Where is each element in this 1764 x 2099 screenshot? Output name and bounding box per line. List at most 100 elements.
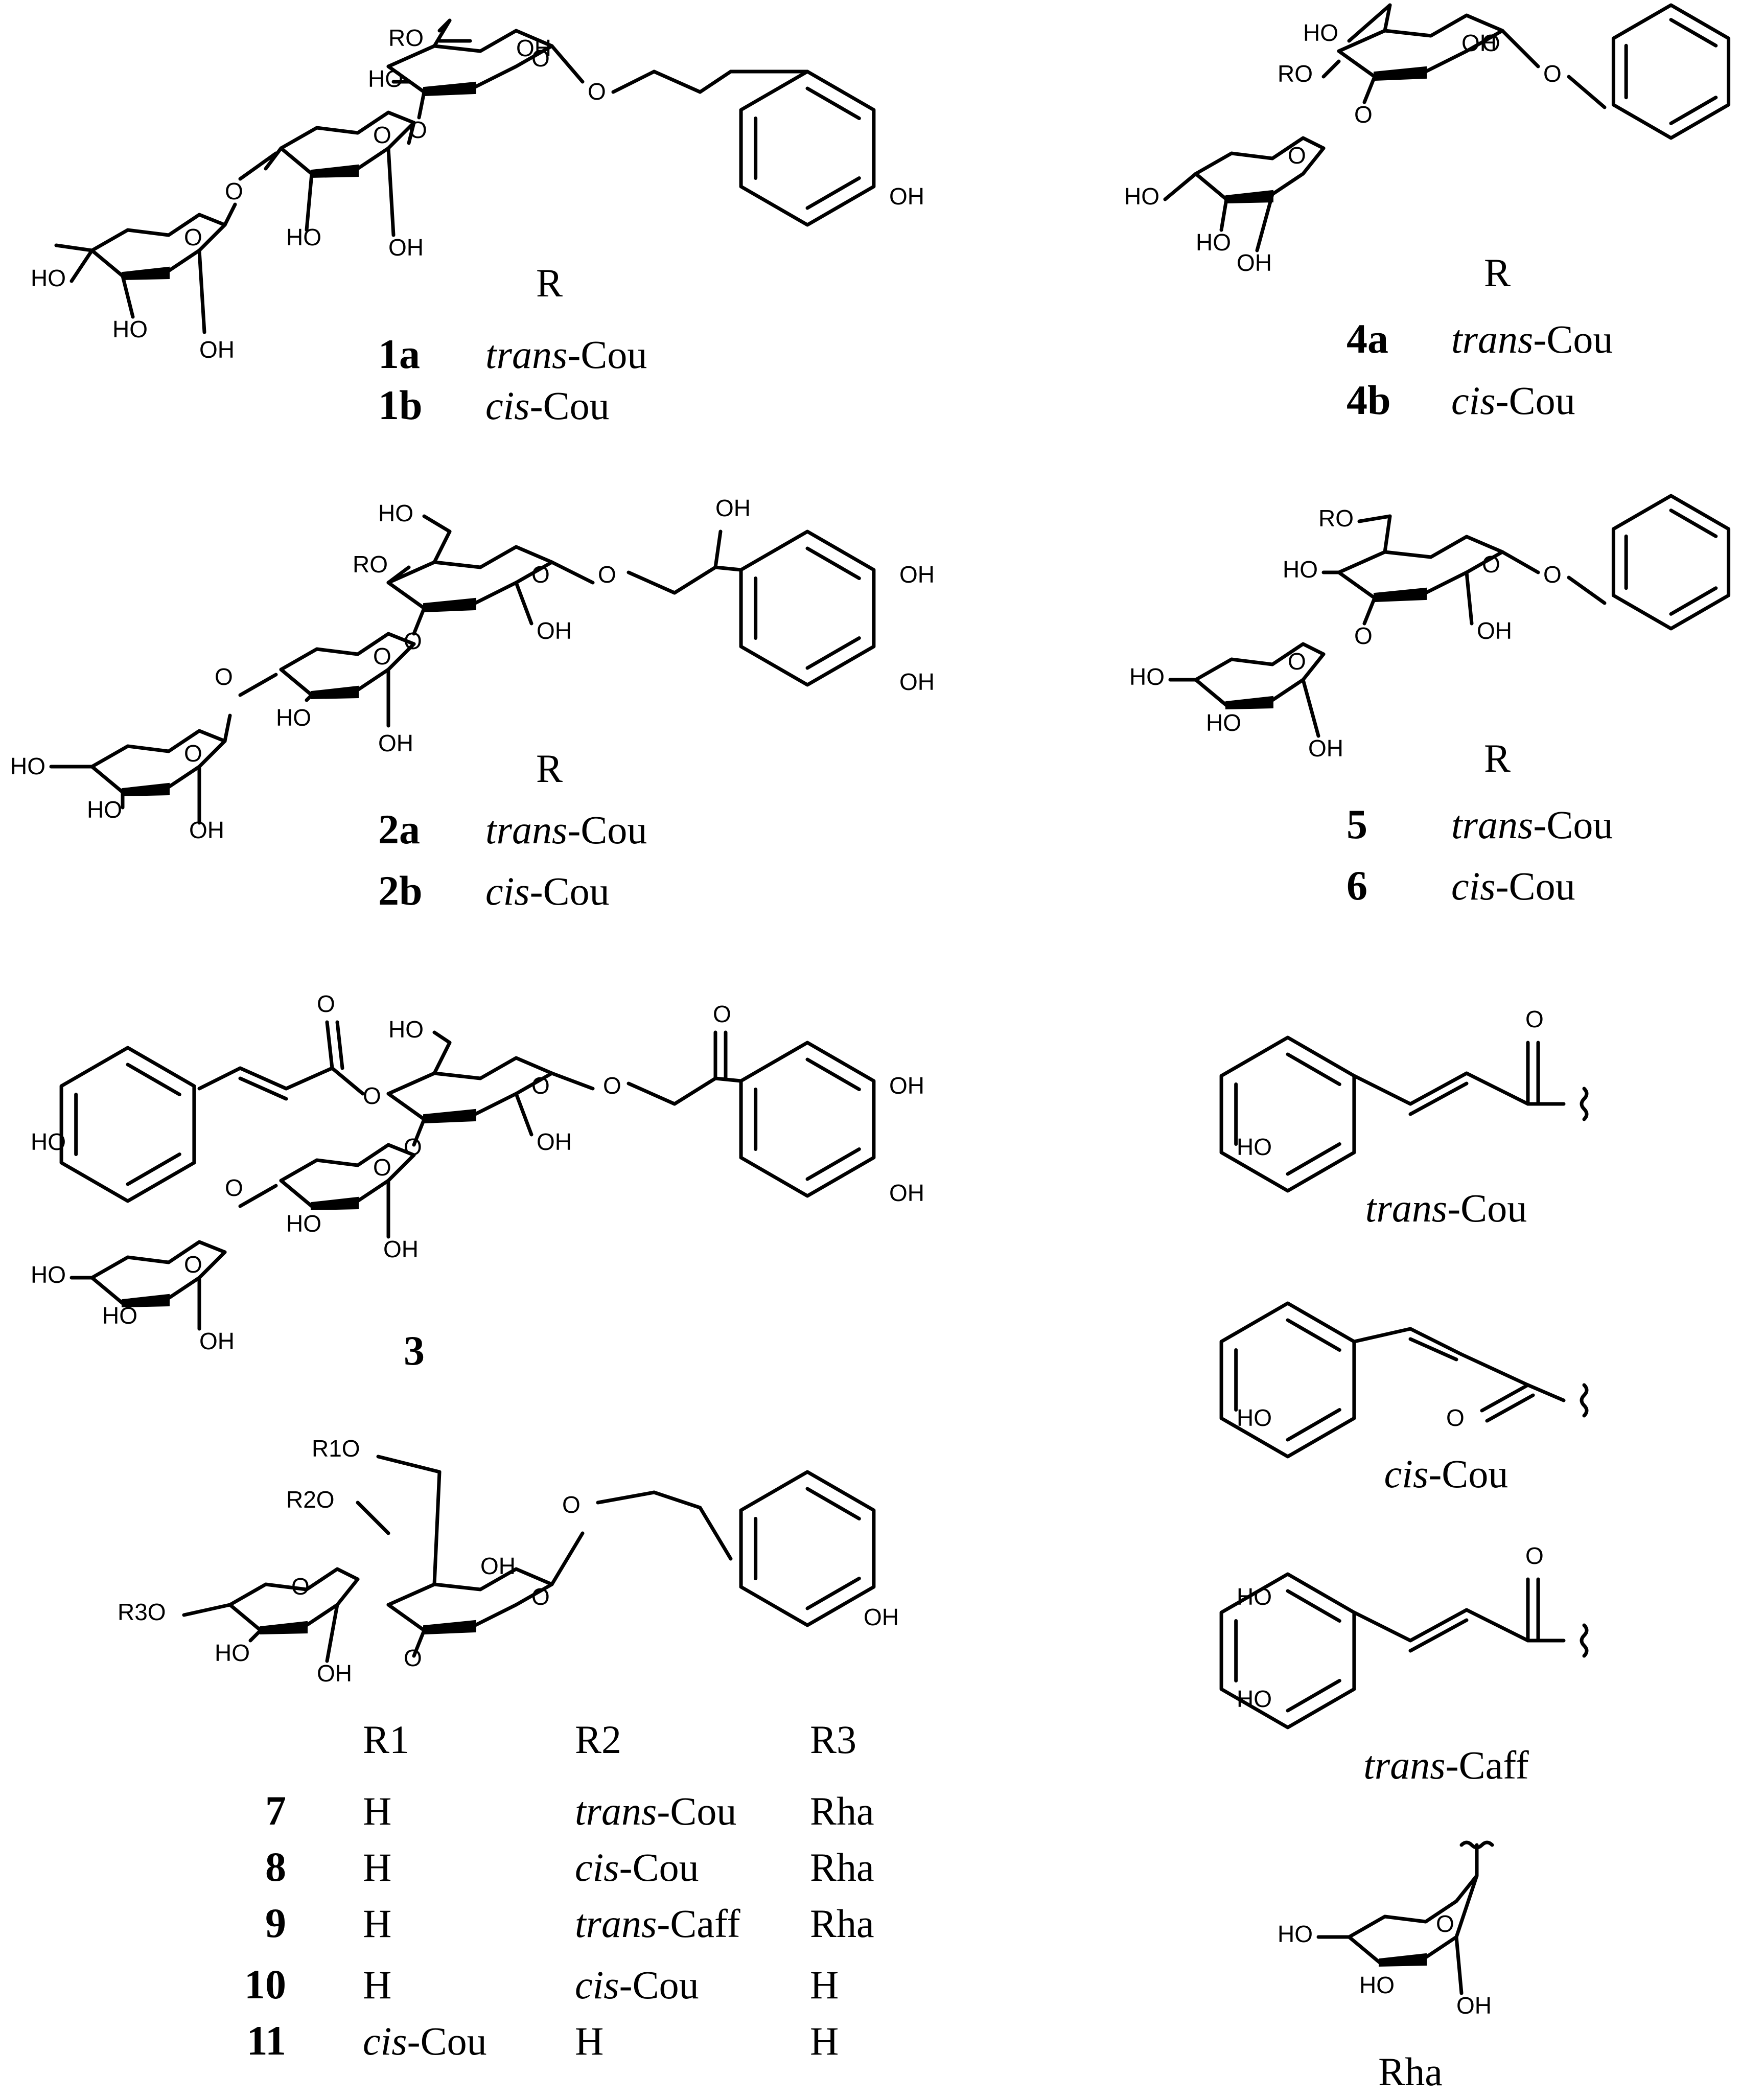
bond [223, 202, 237, 227]
hydroxyl: OH [864, 1604, 899, 1630]
aromatic-double-bond [1286, 1142, 1341, 1176]
substituent-name-rha: Rha [1378, 2049, 1443, 2094]
hydroxyl: OH [378, 730, 413, 756]
hydroxyl: HO [215, 1640, 250, 1666]
wedge-bond [423, 1109, 476, 1124]
attachment-wavy-bond [1580, 1383, 1589, 1418]
bond [1352, 1327, 1412, 1344]
rhamnose-top [1194, 136, 1326, 176]
attachment-wavy-bond [1580, 1623, 1589, 1658]
compound-id-1a: 1a [378, 331, 420, 377]
aromatic-double-bond [1669, 18, 1718, 48]
bond [672, 1076, 717, 1106]
bond [1408, 1081, 1469, 1116]
bond [1459, 1352, 1530, 1387]
bond [417, 90, 426, 120]
ring-oxygen: O [373, 1154, 391, 1181]
bond [432, 1030, 452, 1045]
compound-id-3: 3 [404, 1327, 425, 1374]
aromatic-double-bond [1669, 509, 1718, 538]
bond [1408, 1071, 1469, 1106]
hydroxyl: OH [317, 1660, 352, 1687]
r-header-4: R [1484, 250, 1511, 295]
rhamnose2-top [90, 729, 227, 769]
hydroxyl: OH [516, 35, 551, 61]
bond [1567, 575, 1607, 605]
table-r1-9: H [363, 1901, 391, 1946]
bond [238, 151, 278, 181]
bond [305, 172, 314, 232]
r3-oxygen: R3O [118, 1599, 166, 1625]
ring-oxygen: O [1482, 30, 1500, 56]
hydroxyl: OH [199, 1328, 235, 1354]
compound-substituent-1b: cis-Cou [485, 383, 610, 428]
bond [1465, 1608, 1530, 1643]
ring-oxygen: O [1288, 648, 1306, 675]
table-row-id-9: 9 [265, 1900, 286, 1946]
glucose-top [386, 545, 554, 585]
bond [713, 565, 743, 572]
hydroxyl: HO [87, 796, 122, 823]
benzene-ring [1219, 1301, 1356, 1459]
hydroxyl: HO [112, 316, 148, 342]
ring-oxygen: O [184, 224, 202, 250]
bond [550, 1531, 585, 1586]
table-r2-7: trans-Cou [575, 1789, 736, 1833]
glycosidic-oxygen: O [1354, 101, 1373, 128]
hydroxyl: OH [889, 1180, 924, 1206]
carbonyl-oxygen: O [1525, 1006, 1544, 1032]
ring-oxygen: O [291, 1573, 310, 1600]
wedge-bond [122, 1294, 170, 1308]
bond [432, 529, 452, 564]
hydroxyl: OH [480, 1553, 516, 1579]
benzene-ring [739, 529, 876, 687]
aromatic-double-bond [1286, 1589, 1341, 1623]
bond [1567, 75, 1607, 109]
aromatic-double-bond [805, 1147, 861, 1181]
glycosidic-oxygen: O [1354, 622, 1373, 649]
bond [412, 606, 426, 636]
bond [1347, 3, 1392, 43]
hydroxyl: HO [368, 65, 403, 92]
table-r2-8: cis-Cou [575, 1845, 699, 1889]
bond [1362, 596, 1377, 626]
bond [238, 1066, 288, 1091]
compound-substituent-5: trans-Cou [1451, 802, 1613, 847]
compound-id-6: 6 [1347, 862, 1367, 909]
rhamnose2-top [90, 213, 227, 252]
rhamnose-top [279, 1143, 416, 1183]
bond [197, 1066, 242, 1091]
bond [1526, 1383, 1566, 1402]
glycosidic-oxygen: O [1543, 561, 1562, 588]
bond [197, 248, 206, 334]
hydroxyl: HO [1303, 19, 1338, 46]
bond [223, 713, 232, 743]
rhamnose-top [279, 110, 416, 150]
bond [330, 1066, 365, 1096]
rhamnose-top [1347, 1874, 1479, 1939]
bond [1485, 1393, 1535, 1423]
ester-oxygen: O [363, 1082, 381, 1109]
compound-id-4b: 4b [1347, 377, 1391, 423]
bond [238, 1076, 288, 1101]
bond [437, 18, 452, 33]
table-r3-9: Rha [810, 1901, 874, 1946]
bond [1500, 29, 1540, 68]
benzene-ring [1611, 494, 1731, 631]
wedge-bond [311, 1196, 359, 1211]
aromatic-double-bond [1286, 1679, 1341, 1713]
bond [54, 243, 94, 252]
bond [550, 1071, 595, 1091]
benzene-ring [1219, 1035, 1356, 1193]
aromatic-double-bond [805, 1057, 861, 1091]
ring-oxygen: O [373, 643, 391, 670]
aromatic-double-bond [805, 1487, 861, 1520]
table-row-id-8: 8 [265, 1843, 286, 1890]
ring-oxygen: O [531, 561, 550, 588]
hydroxyl: OH [899, 561, 935, 588]
wedge-bond [1374, 66, 1427, 81]
attachment-wavy-bond [1580, 1087, 1589, 1121]
table-r2-9: trans-Caff [575, 1901, 740, 1946]
